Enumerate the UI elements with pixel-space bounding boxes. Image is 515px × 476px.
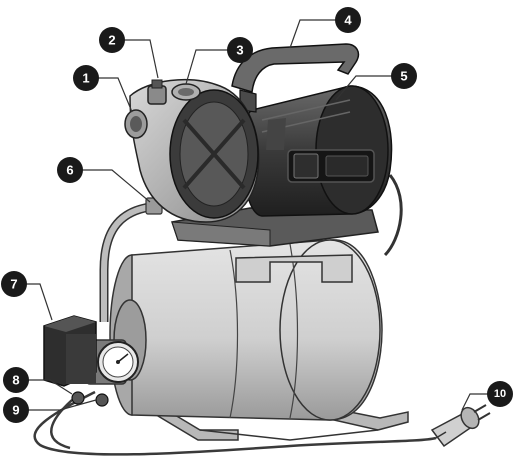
leader-line-5 — [335, 75, 392, 101]
callout-7-circle — [1, 271, 27, 297]
callout-8-circle — [3, 367, 29, 393]
callout-3: 3 — [227, 37, 253, 63]
callout-9-label: 9 — [12, 403, 19, 418]
callout-3-label: 3 — [236, 43, 243, 58]
callout-1: 1 — [73, 65, 99, 91]
callout-6-circle — [57, 157, 83, 183]
leader-line-4 — [289, 19, 336, 49]
leader-line-1 — [98, 77, 133, 113]
callout-2-circle — [99, 27, 125, 53]
leader-lines — [26, 19, 490, 411]
callout-2: 2 — [99, 27, 125, 53]
leader-line-2 — [124, 39, 159, 79]
callout-5-circle — [391, 63, 417, 89]
callout-1-circle — [73, 65, 99, 91]
motor-housing — [241, 85, 393, 217]
leader-line-10 — [461, 393, 490, 411]
callout-5-label: 5 — [400, 69, 407, 84]
leader-line-7 — [26, 283, 53, 321]
power-cable — [33, 390, 437, 456]
callout-6-label: 6 — [66, 163, 73, 178]
callout-5: 5 — [391, 63, 417, 89]
power-plug — [430, 404, 491, 448]
callout-10-circle — [487, 381, 513, 407]
callout-9-circle — [3, 397, 29, 423]
leader-line-3 — [185, 49, 228, 85]
callout-9: 9 — [3, 397, 29, 423]
leader-line-6 — [82, 169, 151, 203]
callout-6: 6 — [57, 157, 83, 183]
leader-line-8 — [28, 379, 73, 395]
callout-2-label: 2 — [108, 33, 115, 48]
callout-4-circle — [335, 7, 361, 33]
callout-3-circle — [227, 37, 253, 63]
callout-7: 7 — [1, 271, 27, 297]
leader-line-9 — [26, 399, 97, 411]
pressure-switch — [43, 315, 109, 407]
callout-4: 4 — [335, 7, 361, 33]
motor-cable — [383, 174, 403, 257]
callout-10-label: 10 — [494, 388, 506, 400]
callout-1-label: 1 — [82, 71, 89, 86]
callout-7-label: 7 — [10, 277, 17, 292]
pressure-tank — [109, 239, 383, 421]
callout-8-label: 8 — [12, 373, 19, 388]
pump-head — [124, 78, 260, 223]
callout-4-label: 4 — [344, 13, 352, 28]
callout-8: 8 — [3, 367, 29, 393]
callout-10: 10 — [487, 381, 513, 407]
